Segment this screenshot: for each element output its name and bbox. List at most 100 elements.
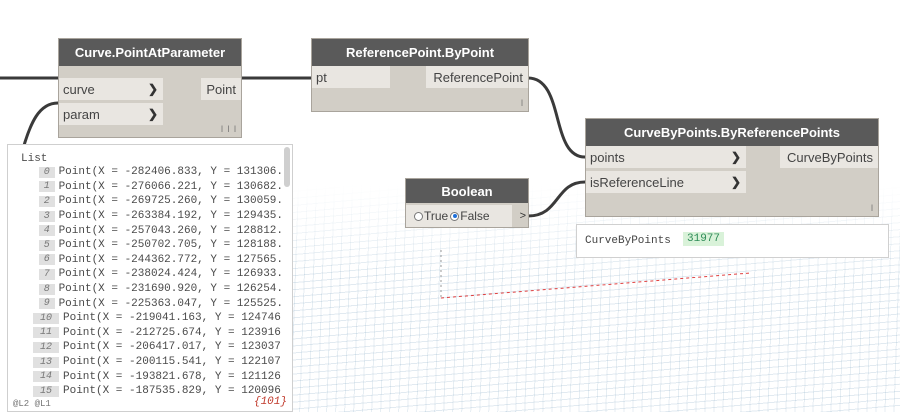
chevron-right-icon: ❯ bbox=[730, 150, 741, 164]
inport-label: param bbox=[63, 106, 100, 122]
list-item: 15 Point(X = -187535.829, Y = 120096 bbox=[21, 384, 283, 398]
inport-label: curve bbox=[63, 81, 95, 97]
item-index: 9 bbox=[39, 298, 55, 310]
item-index: 13 bbox=[33, 356, 59, 368]
item-value: Point(X = -225363.047, Y = 125525. bbox=[58, 297, 283, 310]
node-title[interactable]: Curve.PointAtParameter bbox=[59, 39, 241, 66]
item-index: 10 bbox=[33, 312, 59, 324]
list-levels: @L2 @L1 bbox=[13, 399, 51, 409]
radio-dot-icon bbox=[414, 211, 423, 221]
node-curve-point-at-parameter[interactable]: Curve.PointAtParameter curve ❯ param ❯ P… bbox=[58, 38, 242, 138]
item-index: 4 bbox=[39, 225, 55, 237]
inport-label: pt bbox=[316, 69, 327, 85]
node-boolean[interactable]: Boolean True False > bbox=[405, 178, 529, 228]
item-value: Point(X = -212725.674, Y = 123916 bbox=[63, 326, 281, 339]
item-value: Point(X = -193821.678, Y = 121126 bbox=[63, 370, 281, 383]
list-item: 10 Point(X = -219041.163, Y = 124746 bbox=[21, 311, 283, 326]
inport-isreferenceline[interactable]: isReferenceLine ❯ bbox=[586, 171, 746, 193]
item-value: Point(X = -244362.772, Y = 127565. bbox=[58, 253, 283, 266]
wire-refpoint-to-points bbox=[527, 76, 586, 159]
boolean-options: True False bbox=[406, 205, 512, 227]
item-index: 15 bbox=[33, 385, 59, 397]
lacing-indicator[interactable]: l bbox=[521, 98, 524, 108]
inport-label: points bbox=[590, 149, 625, 165]
radio-true[interactable]: True bbox=[414, 209, 448, 223]
item-value: Point(X = -282406.833, Y = 131306. bbox=[58, 166, 283, 179]
curvebypoints-preview-bubble[interactable]: CurveByPoints 31977 bbox=[576, 224, 889, 258]
item-value: Point(X = -231690.920, Y = 126254. bbox=[58, 283, 283, 296]
item-index: 8 bbox=[39, 283, 55, 295]
item-value: Point(X = -187535.829, Y = 120096 bbox=[63, 385, 281, 398]
radio-label: False bbox=[460, 209, 490, 223]
node-title[interactable]: CurveByPoints.ByReferencePoints bbox=[586, 119, 878, 146]
item-value: Point(X = -219041.163, Y = 124746 bbox=[63, 312, 281, 325]
item-value: Point(X = -206417.017, Y = 123037 bbox=[63, 341, 281, 354]
chevron-right-icon: ❯ bbox=[147, 107, 158, 121]
item-index: 1 bbox=[39, 181, 55, 193]
item-index: 6 bbox=[39, 254, 55, 266]
inport-pt[interactable]: pt bbox=[312, 66, 390, 88]
item-value: Point(X = -238024.424, Y = 126933. bbox=[58, 268, 283, 281]
radio-false[interactable]: False bbox=[450, 209, 490, 223]
item-index: 0 bbox=[39, 166, 55, 178]
list-item: 11 Point(X = -212725.674, Y = 123916 bbox=[21, 326, 283, 341]
outport-point[interactable]: Point bbox=[201, 78, 241, 100]
list-item: 12 Point(X = -206417.017, Y = 123037 bbox=[21, 340, 283, 355]
chevron-right-icon: ❯ bbox=[147, 82, 158, 96]
lacing-indicator[interactable]: l l l bbox=[221, 124, 237, 134]
item-value: Point(X = -200115.541, Y = 122107 bbox=[63, 356, 281, 369]
outport-label: CurveByPoints bbox=[787, 149, 873, 165]
outport-label: ReferencePoint bbox=[433, 69, 523, 85]
radio-label: True bbox=[424, 209, 449, 223]
preview-scrollbar[interactable] bbox=[284, 147, 290, 187]
outport-boolean[interactable]: > bbox=[519, 210, 526, 222]
node-title[interactable]: ReferencePoint.ByPoint bbox=[312, 39, 528, 66]
item-value: Point(X = -257043.260, Y = 128812. bbox=[58, 224, 283, 237]
lacing-indicator[interactable]: l bbox=[871, 203, 874, 213]
node-referencepoint-bypoint[interactable]: ReferencePoint.ByPoint pt ReferencePoint… bbox=[311, 38, 529, 112]
item-index: 3 bbox=[39, 210, 55, 222]
list-item: 13 Point(X = -200115.541, Y = 122107 bbox=[21, 355, 283, 370]
outport-referencepoint[interactable]: ReferencePoint bbox=[426, 66, 528, 88]
inport-label: isReferenceLine bbox=[590, 174, 684, 190]
wire-boolean-to-isrefline bbox=[527, 180, 586, 218]
item-index: 14 bbox=[33, 371, 59, 383]
inport-curve[interactable]: curve ❯ bbox=[59, 78, 163, 100]
item-value: Point(X = -263384.192, Y = 129435. bbox=[58, 210, 283, 223]
item-index: 12 bbox=[33, 341, 59, 353]
preview-label: CurveByPoints bbox=[585, 235, 671, 247]
outport-label: Point bbox=[206, 81, 236, 97]
item-index: 7 bbox=[39, 268, 55, 280]
item-index: 5 bbox=[39, 239, 55, 251]
radio-dot-selected-icon bbox=[450, 211, 460, 221]
item-value: Point(X = -276066.221, Y = 130682. bbox=[58, 180, 283, 193]
item-index: 11 bbox=[33, 327, 59, 339]
inport-points[interactable]: points ❯ bbox=[586, 146, 746, 168]
outport-curvebypoints[interactable]: CurveByPoints bbox=[780, 146, 878, 168]
list-item: 14 Point(X = -193821.678, Y = 121126 bbox=[21, 369, 283, 384]
node-curvebypoints-byreferencepoints[interactable]: CurveByPoints.ByReferencePoints points ❯… bbox=[585, 118, 879, 217]
node-title[interactable]: Boolean bbox=[406, 179, 528, 203]
inport-param[interactable]: param ❯ bbox=[59, 103, 163, 125]
item-value: Point(X = -269725.260, Y = 130059. bbox=[58, 195, 283, 208]
chevron-right-icon: ❯ bbox=[730, 175, 741, 189]
preview-value: 31977 bbox=[683, 232, 725, 246]
background-3d-grid bbox=[280, 185, 900, 412]
preview-title: List bbox=[21, 153, 48, 165]
item-index: 2 bbox=[39, 195, 55, 207]
list-count: {101} bbox=[253, 396, 287, 408]
